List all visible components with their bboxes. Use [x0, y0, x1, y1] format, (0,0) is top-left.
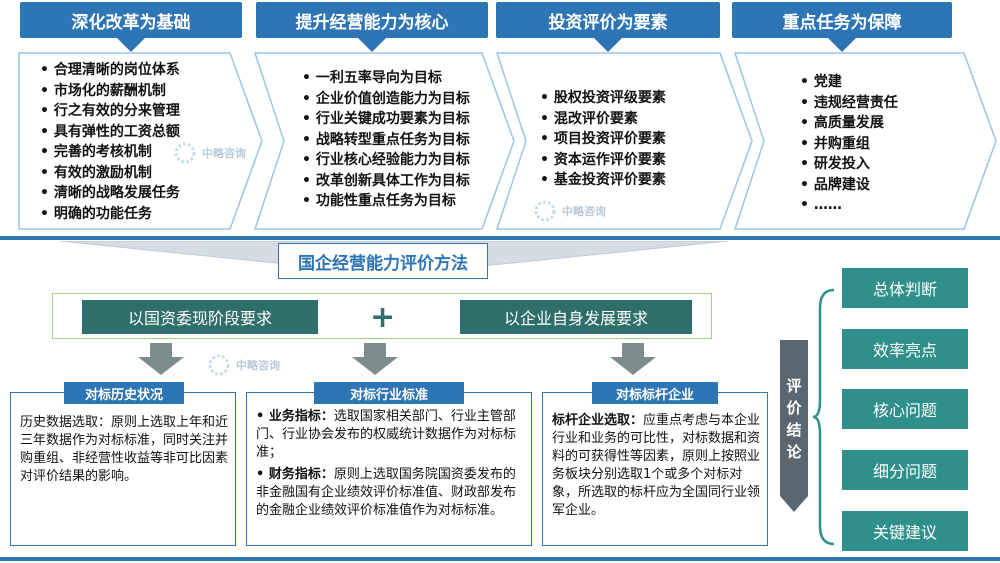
list-item: 一利五率导向为目标	[302, 68, 470, 89]
chevron-list-2: 一利五率导向为目标 企业价值创造能力为目标 行业关键成功要素为目标 战略转型重点…	[302, 68, 470, 212]
chevron-list-3: 股权投资评级要素 混改评价要素 项目投资评价要素 资本运作评价要素 基金投资评价…	[540, 88, 666, 191]
list-item: ……	[800, 195, 898, 216]
chevron-panel-1: 合理清晰的岗位体系 市场化的薪酬机制 行之有效的分来管理 具有弹性的工资总额 完…	[18, 52, 264, 230]
panel-history	[10, 392, 236, 546]
list-item: 行业关键成功要素为目标	[302, 109, 470, 130]
list-item: 有效的激励机制	[40, 163, 180, 184]
conclusion-arrow	[780, 496, 808, 512]
list-item: 改革创新具体工作为目标	[302, 171, 470, 192]
down-arrow-3	[610, 343, 656, 375]
header-arrow-3	[594, 38, 622, 52]
list-item: 品牌建设	[800, 175, 898, 196]
list-item: 行之有效的分来管理	[40, 101, 180, 122]
watermark-2: 中略咨询	[532, 198, 606, 224]
list-item: 基金投资评价要素	[540, 170, 666, 191]
result-core-issues: 核心问题	[842, 389, 968, 429]
list-item: 党建	[800, 72, 898, 93]
panel-industry	[246, 392, 532, 546]
panel-text-history: 历史数据选取：原则上选取上年和近三年数据作为对标标准，同时关注并购重组、非经营性…	[20, 414, 230, 486]
chevron-list-4: 党建 违规经营责任 高质量发展 并购重组 研发投入 品牌建设 ……	[800, 72, 898, 216]
list-item: 并购重组	[800, 134, 898, 155]
result-detailed-issues: 细分问题	[842, 450, 968, 490]
industry-lead-business: • 业务指标：	[256, 409, 334, 424]
list-item: 合理清晰的岗位体系	[40, 60, 180, 81]
list-item: 清晰的战略发展任务	[40, 183, 180, 204]
section-divider-bottom	[0, 557, 1000, 561]
benchmark-lead: 标杆企业选取：	[552, 413, 644, 428]
watermark-logo-icon	[208, 354, 230, 376]
list-item: 功能性重点任务为目标	[302, 191, 470, 212]
watermark-text: 中略咨询	[236, 359, 280, 372]
list-item: 股权投资评级要素	[540, 88, 666, 109]
list-item: 项目投资评价要素	[540, 129, 666, 150]
list-item: 混改评价要素	[540, 109, 666, 130]
industry-paragraph-finance: • 财务指标：原则上选取国务院国资委发布的非金融国有企业绩效评价标准值、财政部发…	[256, 466, 526, 520]
header-arrow-2	[358, 38, 386, 52]
conclusion-label: 评价结论	[786, 377, 802, 461]
result-overall-judgment: 总体判断	[842, 268, 968, 308]
watermark-3: 中略咨询	[206, 352, 280, 378]
list-item: 行业核心经验能力为目标	[302, 150, 470, 171]
industry-lead-finance: • 财务指标：	[256, 467, 334, 482]
panel-tag-industry: 对标行业标准	[314, 382, 464, 404]
header-arrow-1	[117, 38, 145, 52]
plus-sign: +	[370, 300, 396, 335]
requirement-enterprise: 以企业自身发展要求	[460, 300, 692, 334]
column-header-4: 重点任务为保障	[732, 2, 952, 38]
list-item: 研发投入	[800, 154, 898, 175]
list-item: 市场化的薪酬机制	[40, 81, 180, 102]
section-divider-top	[0, 236, 1000, 240]
list-item: 高质量发展	[800, 113, 898, 134]
column-header-3: 投资评价为要素	[496, 2, 720, 38]
industry-paragraph-business: • 业务指标：选取国家相关部门、行业主管部门、行业协会发布的权威统计数据作为对标…	[256, 408, 526, 462]
down-arrow-2	[352, 343, 398, 375]
requirement-sasac: 以国资委现阶段要求	[82, 300, 318, 334]
watermark-text: 中略咨询	[562, 205, 606, 218]
result-efficiency-highlights: 效率亮点	[842, 329, 968, 369]
benchmark-text: 应重点考虑与本企业行业和业务的可比性，对标数据和资料的可获得性等因素，原则上按照…	[552, 413, 761, 518]
history-text: 历史数据选取：原则上选取上年和近三年数据作为对标标准，同时关注并购重组、非经营性…	[20, 415, 229, 484]
header-arrow-4	[828, 38, 856, 52]
list-item: 资本运作评价要素	[540, 150, 666, 171]
panel-text-industry: • 业务指标：选取国家相关部门、行业主管部门、行业协会发布的权威统计数据作为对标…	[256, 408, 526, 520]
watermark-text: 中略咨询	[202, 147, 246, 160]
panel-tag-benchmark: 对标标杆企业	[592, 382, 718, 404]
column-header-2: 提升经营能力为核心	[256, 2, 488, 38]
method-title: 国企经营能力评价方法	[278, 243, 488, 279]
list-item: 明确的功能任务	[40, 204, 180, 225]
chevron-list-1: 合理清晰的岗位体系 市场化的薪酬机制 行之有效的分来管理 具有弹性的工资总额 完…	[40, 60, 180, 224]
industry-text-finance: 原则上选取国务院国资委发布的非金融国有企业绩效评价标准值、财政部发布的金融企业绩…	[256, 467, 517, 518]
panel-text-benchmark: 标杆企业选取：应重点考虑与本企业行业和业务的可比性，对标数据和资料的可获得性等因…	[552, 412, 762, 520]
conclusion-bar	[780, 340, 808, 496]
down-arrow-1	[138, 343, 184, 375]
chevron-panel-3: 股权投资评级要素 混改评价要素 项目投资评价要素 资本运作评价要素 基金投资评价…	[496, 52, 754, 230]
chevron-panel-4: 党建 违规经营责任 高质量发展 并购重组 研发投入 品牌建设 ……	[734, 52, 998, 230]
conclusion-brace	[812, 288, 835, 546]
list-item: 完善的考核机制	[40, 142, 180, 163]
result-key-suggestions: 关键建议	[842, 511, 968, 551]
chevron-panel-2: 一利五率导向为目标 企业价值创造能力为目标 行业关键成功要素为目标 战略转型重点…	[254, 52, 516, 230]
list-item: 违规经营责任	[800, 93, 898, 114]
list-item: 具有弹性的工资总额	[40, 122, 180, 143]
panel-tag-history: 对标历史状况	[64, 382, 184, 404]
list-item: 企业价值创造能力为目标	[302, 89, 470, 110]
watermark-logo-icon	[534, 200, 556, 222]
watermark-1: 中略咨询	[172, 140, 246, 166]
list-item: 战略转型重点任务为目标	[302, 130, 470, 151]
industry-text-business: 选取国家相关部门、行业主管部门、行业协会发布的权威统计数据作为对标标准；	[256, 409, 517, 460]
column-header-1: 深化改革为基础	[20, 2, 242, 38]
watermark-logo-icon	[174, 142, 196, 164]
